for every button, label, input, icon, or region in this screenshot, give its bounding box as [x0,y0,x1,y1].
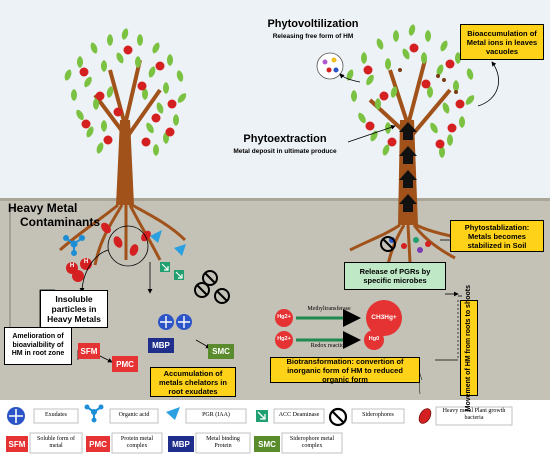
pgr-icon [166,407,180,420]
phytostabilization-box: Phytostablization: Metals becomes stabil… [450,220,544,252]
organic-acid-icon-soil [63,235,85,256]
smc-badge: SMC [208,344,234,359]
legend-sfm-badge: SFM [6,436,28,452]
exudates-icon-soil-1 [158,314,174,330]
siderophore-icon-soil-1 [202,270,218,286]
hg2-label-1: Hg2+ [277,314,291,320]
phytoextraction-subtitle: Metal deposit in ultimate produce [233,148,337,155]
legend-organic-acid: Organic acid [118,412,150,418]
legend-pmc-desc: Protein metal complex [120,436,154,450]
legend-sfm-desc: Soluble form of metal [37,436,75,450]
ch3hg-label: CH3Hg+ [371,314,397,321]
exudates-icon-soil-2 [176,314,192,330]
heavy-metal-title: Heavy Metal Contaminants [8,201,108,230]
phytovolatilization-title: Phytovoltilization [267,18,359,30]
accumulation-box: Accumulation of metals chelators in root… [150,367,236,397]
release-pgrs-box: Release of PGRs by specific microbes [344,262,446,290]
heavy-metal-title-line2: Contaminants [20,214,101,229]
acc-deaminase-icon [256,410,268,422]
bioaccumulation-box: Bioaccumulation of Metal ions in leaves … [460,24,544,60]
legend-smc-desc: Siderophore metal complex [289,436,335,450]
legend-siderophores: Siderophores [362,412,394,418]
insoluble-particles-box: Insoluble particles in Heavy Metals [40,290,108,328]
siderophore-icon-soil-2 [194,282,210,298]
phytovolatilization-subtitle: Releasing free form of HM [272,33,354,40]
movement-text: Movement of HM from roots to shoots [464,284,472,412]
organic-acid-icon [84,404,104,423]
siderophore-icon-root [380,236,396,252]
heavy-metal-title-line1: Heavy Metal [8,201,78,215]
metal-ion-label-1: H [69,263,75,269]
legend-pmc-badge: PMC [86,436,110,452]
legend-mbp-badge: MBP [168,436,194,452]
amelioration-box: Amelioration of bioavialbility of HM in … [4,327,72,365]
volatile-bubble [316,52,344,80]
metal-ion-label-2: H [83,259,89,265]
legend-exudates: Exudates [45,412,67,418]
legend-acc: ACC Deaminase [278,412,320,418]
siderophore-icon-soil-3 [214,288,230,304]
legend-mbp-desc: Metal binding Protein [206,436,240,450]
redox-label: Redox reaction [310,343,348,349]
exudates-icon [7,407,25,425]
hg0-label: Hg0 [368,336,380,342]
methyltransferase-label: Methyltransferase [307,306,351,312]
bacteria-icon [418,408,432,424]
phytoextraction-title: Phytoextraction [243,133,327,145]
movement-box: Movement of HM from roots to shoots [460,285,478,411]
legend-smc-badge: SMC [254,436,280,452]
pmc-badge: PMC [112,356,138,372]
biotransformation-box: Biotransformation: convertion of inorgan… [270,357,420,384]
siderophore-icon [328,407,348,427]
mbp-badge: MBP [148,338,174,353]
hg2-label-2: Hg2+ [277,336,291,342]
legend-bacteria: Heavy metal Plant growth bacteria [442,408,506,422]
left-tree [58,27,189,267]
legend-pgr: PGR (IAA) [202,412,230,418]
sfm-badge: SFM [78,343,100,359]
